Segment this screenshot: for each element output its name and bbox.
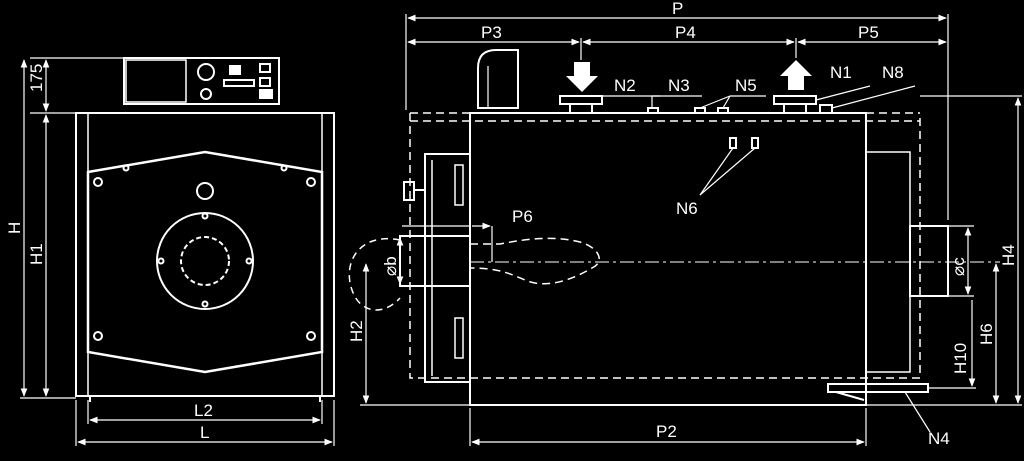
- dim-H6-label: H6: [977, 323, 996, 345]
- front-door: [86, 150, 324, 374]
- front-dimensions: [20, 57, 335, 446]
- burner-flange: [156, 212, 254, 310]
- dim-H1-label: H1: [27, 243, 46, 265]
- conn-N4-label: N4: [928, 429, 950, 448]
- flow-arrow-icon: [780, 60, 812, 90]
- dim-P2-label: P2: [656, 422, 677, 441]
- dim-H4-label: H4: [999, 244, 1018, 266]
- dim-P-label: P: [672, 0, 683, 18]
- flame-outline: [469, 237, 600, 285]
- front-body: [75, 112, 335, 397]
- dim-H2-label: H2: [347, 320, 366, 342]
- conn-N1-label: N1: [830, 63, 852, 82]
- flue-outlet: [909, 225, 949, 297]
- conn-N3-label: N3: [668, 76, 690, 95]
- front-dimension-labels: 175 H H1 L2 L: [5, 64, 213, 442]
- side-labels: P P3 P4 P5 N2 N3 N5 N1 N8 N6 P6 ⌀b ⌀c H2…: [347, 0, 1018, 448]
- top-elbow: [477, 49, 519, 109]
- control-panel: [123, 57, 280, 105]
- dim-phi-b-label: ⌀b: [381, 256, 400, 276]
- flange-N2: [559, 95, 603, 105]
- side-dimensions: [360, 14, 1022, 446]
- dim-P6-label: P6: [512, 207, 533, 226]
- dim-L-label: L: [200, 423, 209, 442]
- side-view: [348, 49, 949, 406]
- burner-outline: [348, 237, 401, 311]
- dim-P4-label: P4: [675, 23, 696, 42]
- dim-phi-c-label: ⌀c: [949, 257, 968, 276]
- dim-P5-label: P5: [858, 23, 879, 42]
- conn-N5-label: N5: [735, 76, 757, 95]
- insulation-outline: [409, 113, 921, 379]
- dim-L2-label: L2: [194, 401, 213, 420]
- dim-P3-label: P3: [481, 23, 502, 42]
- dim-H10-label: H10: [951, 343, 970, 374]
- flange-N1: [773, 95, 817, 105]
- conn-N2-label: N2: [614, 76, 636, 95]
- return-arrow-icon: [566, 62, 598, 92]
- dim-175-label: 175: [27, 64, 46, 92]
- dim-H-label: H: [5, 222, 24, 234]
- connection-leaders: [602, 85, 931, 433]
- front-view: [75, 57, 335, 402]
- conn-N6-label: N6: [676, 199, 698, 218]
- boiler-shell: [469, 112, 867, 406]
- drain-N4: [827, 383, 929, 393]
- conn-N8-label: N8: [882, 63, 904, 82]
